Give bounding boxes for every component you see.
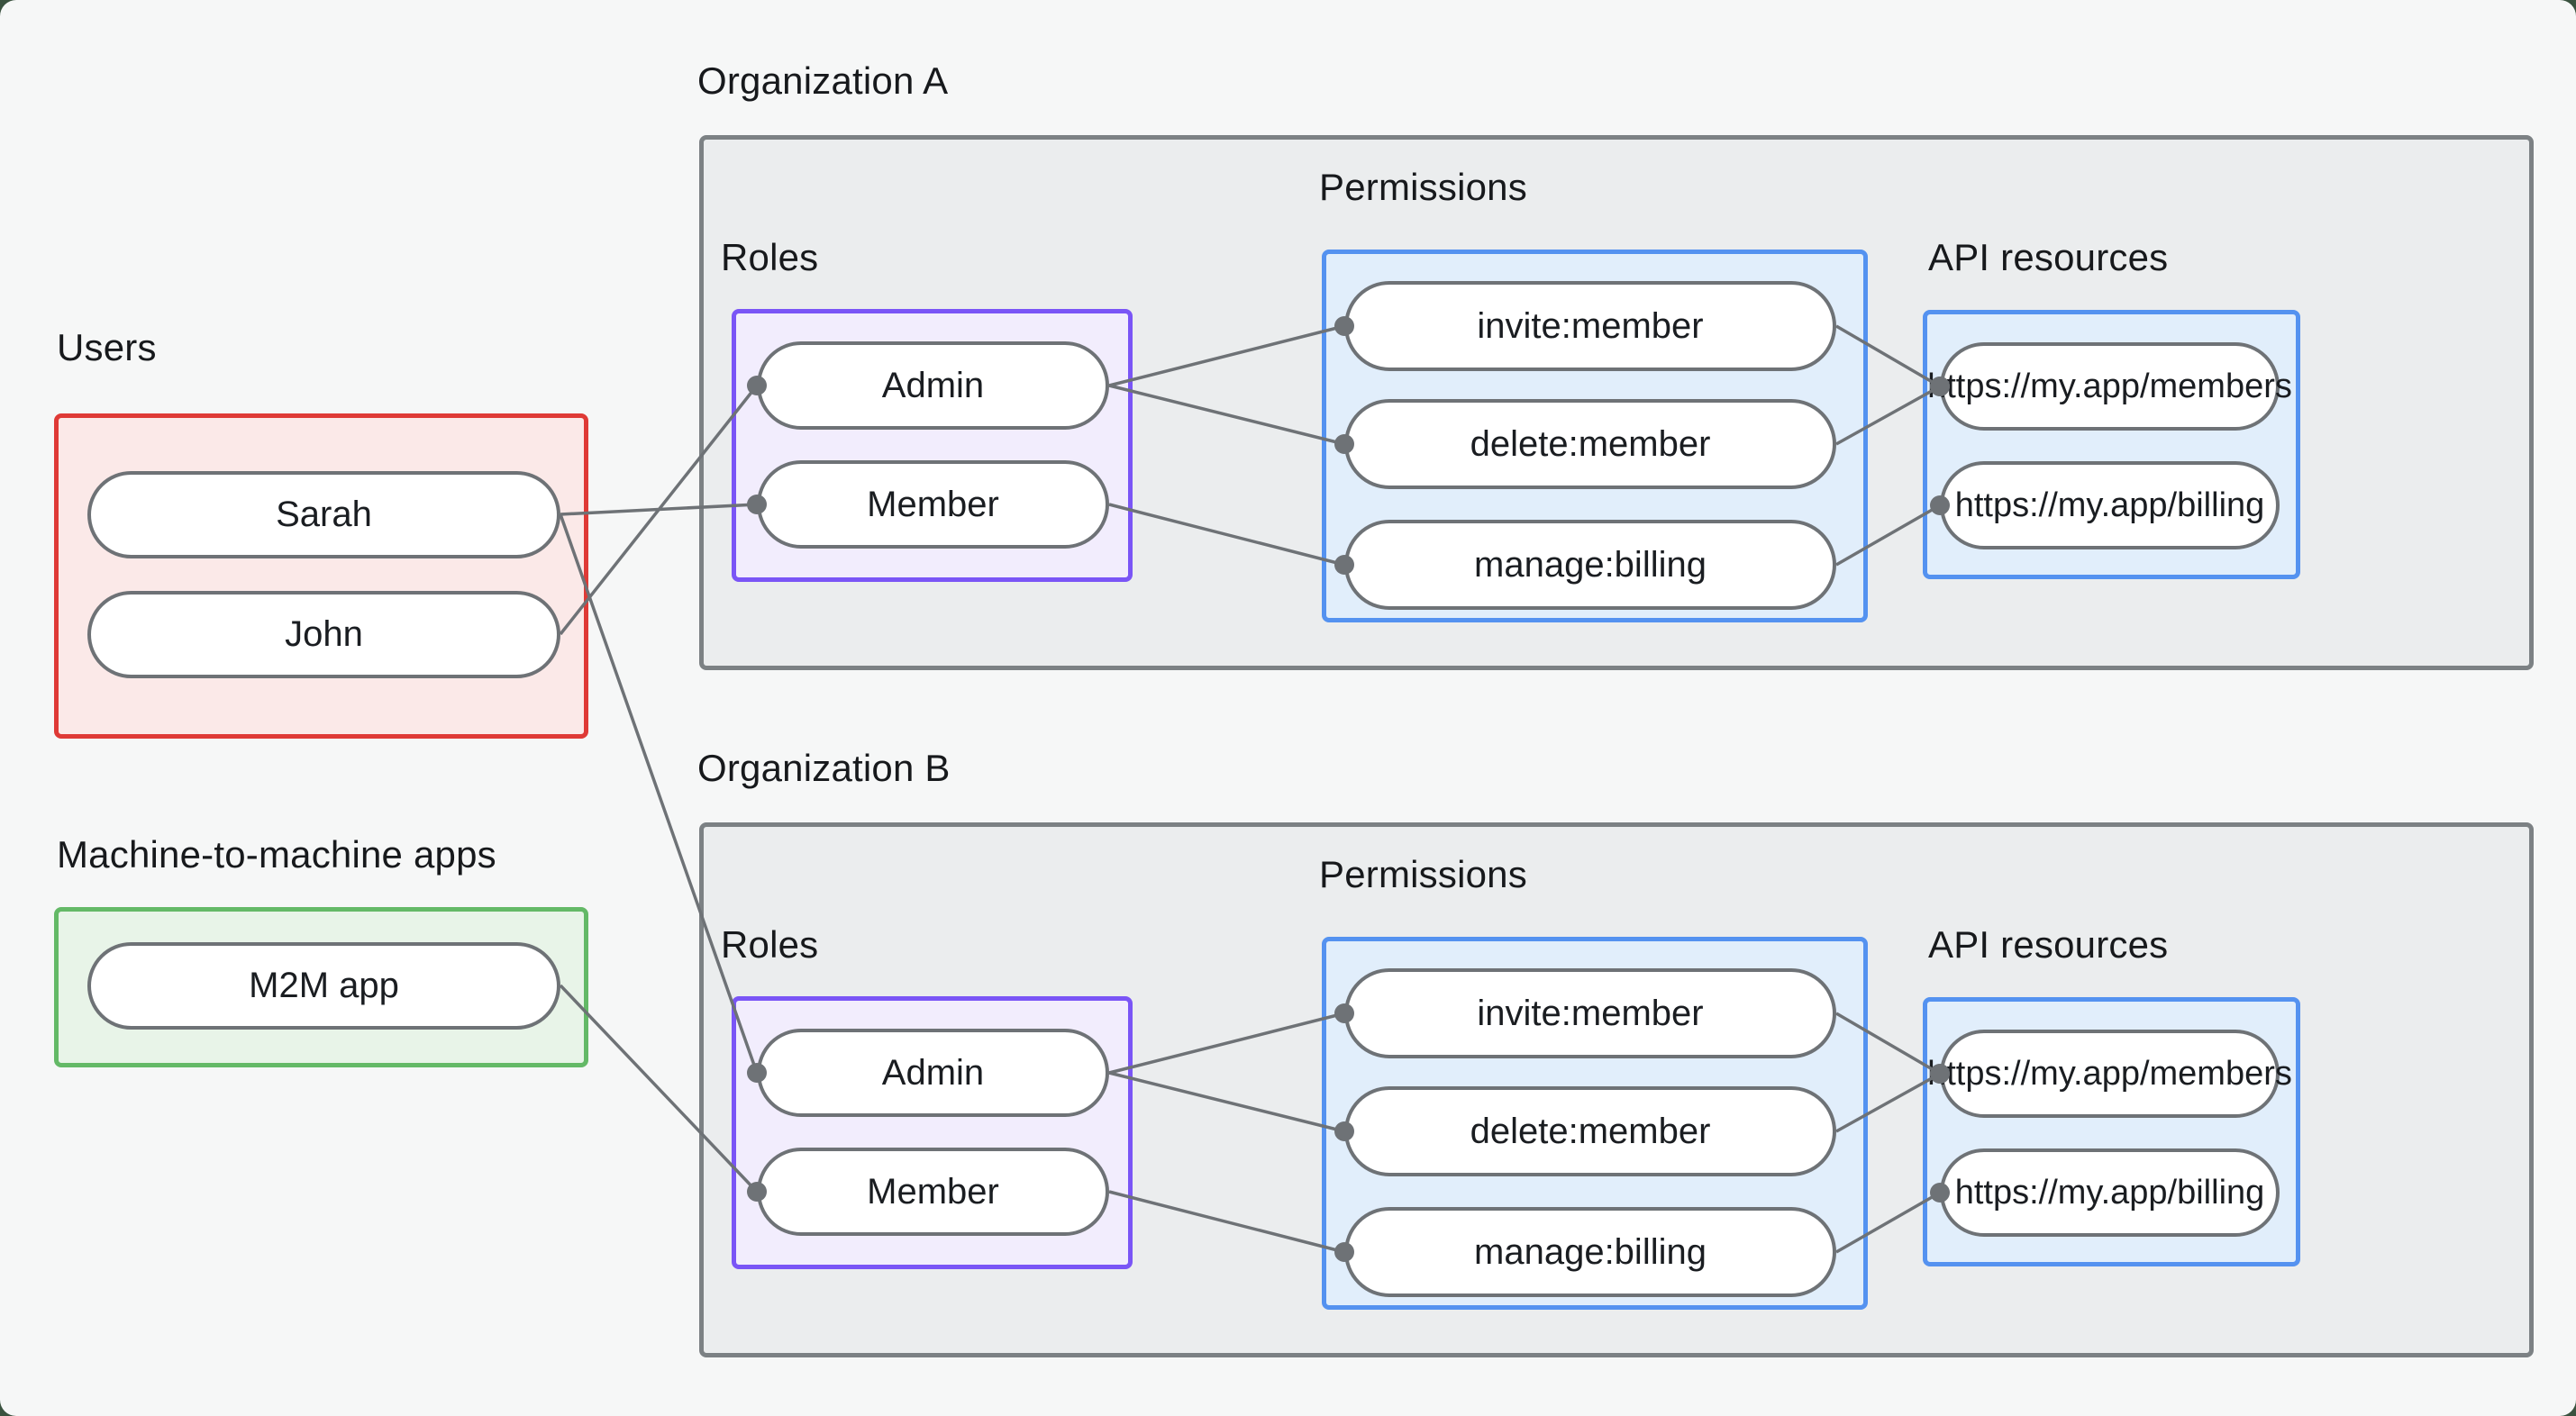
org-b-role-admin: Admin: [757, 1029, 1109, 1117]
org-b-permission-manage-billing: manage:billing: [1344, 1207, 1836, 1297]
user-node-sarah: Sarah: [87, 471, 560, 558]
org-b-api-resources-label: API resources: [1928, 923, 2169, 966]
m2m-app-node: M2M app: [87, 942, 560, 1030]
org-a-api-resources-label: API resources: [1928, 236, 2169, 278]
org-a-label: Organization A: [697, 59, 949, 102]
users-group-box: [54, 413, 588, 739]
org-a-permission-manage-billing: manage:billing: [1344, 520, 1836, 610]
org-b-permission-delete-member: delete:member: [1344, 1086, 1836, 1176]
org-b-permission-invite-member: invite:member: [1344, 968, 1836, 1058]
org-a-role-admin: Admin: [757, 341, 1109, 430]
org-b-permissions-label: Permissions: [1319, 853, 1527, 895]
org-b-role-member: Member: [757, 1148, 1109, 1236]
org-a-api-resource-members: https://my.app/members: [1927, 342, 2292, 431]
org-a-roles-label: Roles: [721, 236, 819, 278]
user-node-john: John: [87, 591, 560, 678]
m2m-section-label: Machine-to-machine apps: [57, 833, 496, 876]
org-b-label: Organization B: [697, 747, 951, 789]
org-b-roles-label: Roles: [721, 923, 819, 966]
users-section-label: Users: [57, 326, 157, 368]
org-b-api-resource-billing: https://my.app/billing: [1940, 1148, 2280, 1237]
org-a-role-member: Member: [757, 460, 1109, 549]
org-a-permissions-label: Permissions: [1319, 166, 1527, 208]
org-b-api-resource-members: https://my.app/members: [1927, 1030, 2292, 1118]
org-a-permission-invite-member: invite:member: [1344, 281, 1836, 371]
org-a-api-resource-billing: https://my.app/billing: [1940, 461, 2280, 549]
org-a-permission-delete-member: delete:member: [1344, 399, 1836, 489]
